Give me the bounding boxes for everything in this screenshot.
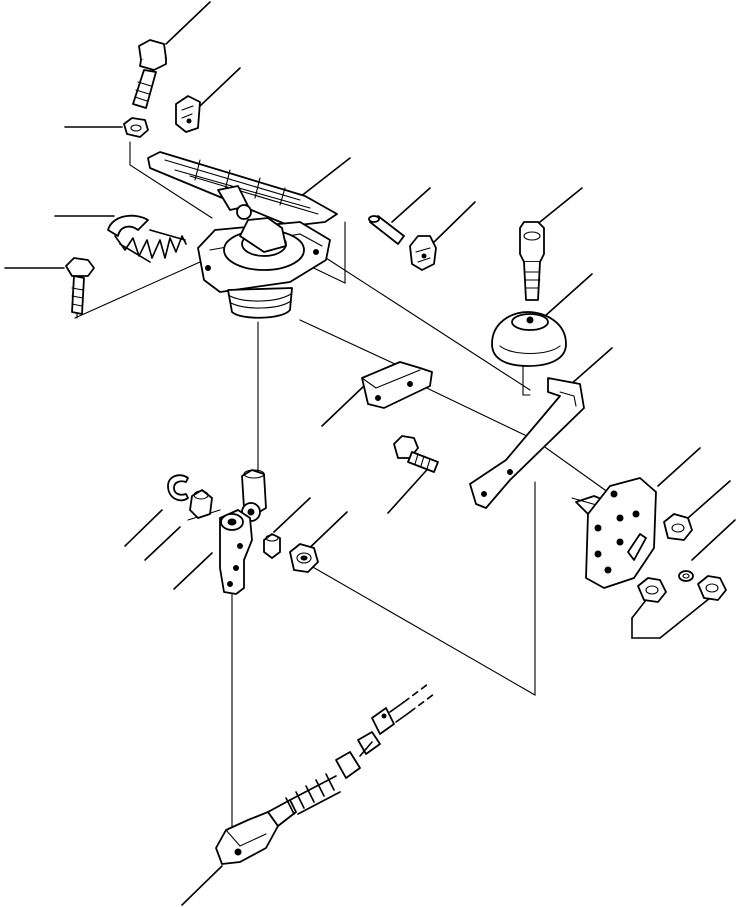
cable (215, 683, 435, 865)
bolt-knob (519, 221, 545, 301)
pedal (147, 151, 338, 227)
nut-left (123, 117, 149, 138)
washer-right (678, 570, 694, 582)
bracket-small (361, 361, 433, 409)
clip-small (175, 95, 201, 133)
rubber-boot (491, 311, 567, 367)
nut-right-top (663, 513, 693, 541)
bolt-top (132, 39, 167, 109)
bracket-long (469, 377, 585, 509)
pedal-base-bellows (197, 217, 331, 319)
spring (107, 214, 187, 263)
e-clip (167, 474, 189, 502)
leader-lines (4, 1, 736, 906)
nut-right-outer (697, 575, 727, 601)
bushing (189, 489, 213, 519)
cover-plate (571, 477, 657, 589)
clip-right (409, 235, 437, 271)
rod-end (241, 469, 267, 522)
pin (368, 215, 405, 245)
nut-center (289, 543, 319, 573)
lever (219, 509, 253, 595)
nut-right-bottom (637, 577, 667, 603)
bushing-small (263, 533, 281, 559)
bolt-left (65, 257, 95, 315)
bolt-mid (393, 435, 439, 473)
